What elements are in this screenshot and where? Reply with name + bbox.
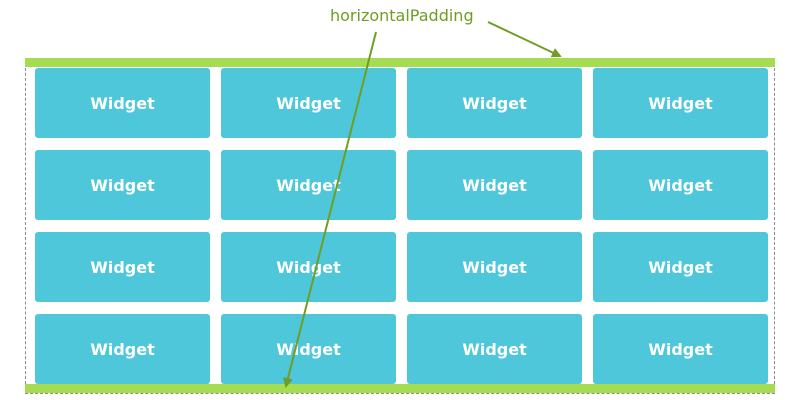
widget-tile: Widget (221, 150, 396, 220)
widget-tile: Widget (221, 68, 396, 138)
widget-tile: Widget (593, 314, 768, 384)
arrow-to-top-padding (487, 21, 562, 58)
widget-tile: Widget (407, 68, 582, 138)
widget-tile: Widget (221, 314, 396, 384)
widget-tile: Widget (593, 232, 768, 302)
widget-tile: Widget (35, 314, 210, 384)
widget-tile: Widget (593, 68, 768, 138)
widget-tile: Widget (407, 232, 582, 302)
widget-tile: Widget (221, 232, 396, 302)
widget-tile: Widget (35, 150, 210, 220)
widget-tile: Widget (35, 232, 210, 302)
widget-tile: Widget (407, 314, 582, 384)
top-padding-band (25, 58, 775, 67)
widget-tile: Widget (407, 150, 582, 220)
arrow-to-bottom-padding (283, 31, 377, 388)
horizontal-padding-label: horizontalPadding (330, 6, 474, 25)
widget-tile: Widget (35, 68, 210, 138)
widget-tile: Widget (593, 150, 768, 220)
widget-grid: Widget Widget Widget Widget Widget Widge… (35, 68, 768, 384)
bottom-padding-band (25, 384, 775, 393)
